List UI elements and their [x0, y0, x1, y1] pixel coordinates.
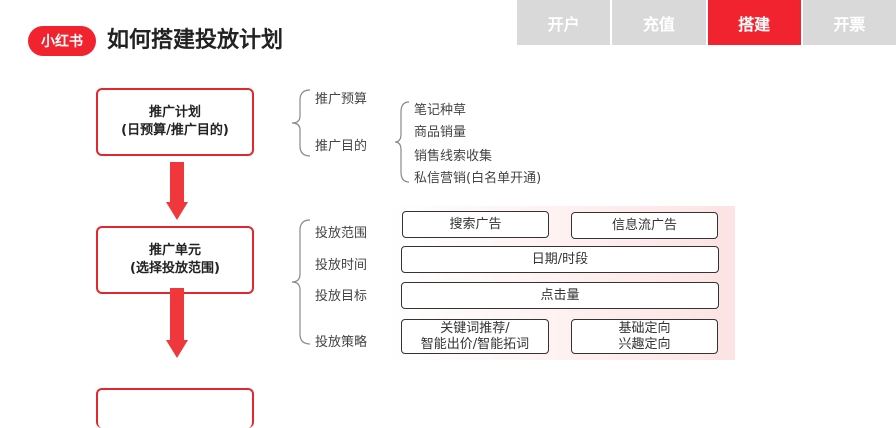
targeting-chip: 基础定向 兴趣定向	[571, 319, 718, 354]
budget-label: 推广预算	[315, 92, 368, 107]
brace-icon	[291, 219, 311, 345]
strategy-label: 投放策略	[315, 335, 368, 350]
feed-ads-chip: 信息流广告	[571, 212, 718, 239]
tab-build[interactable]: 搭建	[707, 0, 801, 45]
clicks-chip: 点击量	[401, 282, 719, 309]
step-tabs: 开户 充值 搭建 开票	[517, 0, 896, 45]
page-title: 如何搭建投放计划	[107, 28, 284, 53]
scope-label: 投放范围	[315, 226, 368, 241]
goal-option: 商品销量	[414, 125, 467, 140]
logo-text: 小红书	[41, 34, 83, 50]
goal-option: 私信营销(白名单开通)	[414, 171, 542, 186]
step-title: 推广计划	[148, 105, 201, 120]
keyword-bid-chip: 关键词推荐/ 智能出价/智能拓词	[401, 319, 549, 354]
brace-icon	[291, 89, 311, 157]
search-ads-chip: 搜索广告	[402, 211, 549, 238]
goal-label: 推广目的	[315, 139, 368, 154]
step-subtitle: (选择投放范围)	[130, 261, 220, 276]
step-box-unit: 推广单元 (选择投放范围)	[96, 226, 254, 294]
step-box-next	[96, 388, 254, 428]
step-title: 推广单元	[148, 243, 201, 258]
goal-option: 笔记种草	[414, 103, 467, 118]
goal-option: 销售线索收集	[414, 149, 493, 164]
time-label: 投放时间	[315, 258, 368, 273]
brace-icon	[394, 101, 410, 183]
xiaohongshu-logo: 小红书	[28, 26, 96, 56]
tab-recharge[interactable]: 充值	[612, 0, 706, 45]
date-time-chip: 日期/时段	[401, 246, 719, 273]
step-subtitle: (日预算/推广目的)	[121, 123, 229, 138]
tab-invoice[interactable]: 开票	[802, 0, 896, 45]
tab-open-account[interactable]: 开户	[517, 0, 611, 45]
step-box-campaign: 推广计划 (日预算/推广目的)	[96, 88, 254, 156]
target-label: 投放目标	[315, 289, 368, 304]
